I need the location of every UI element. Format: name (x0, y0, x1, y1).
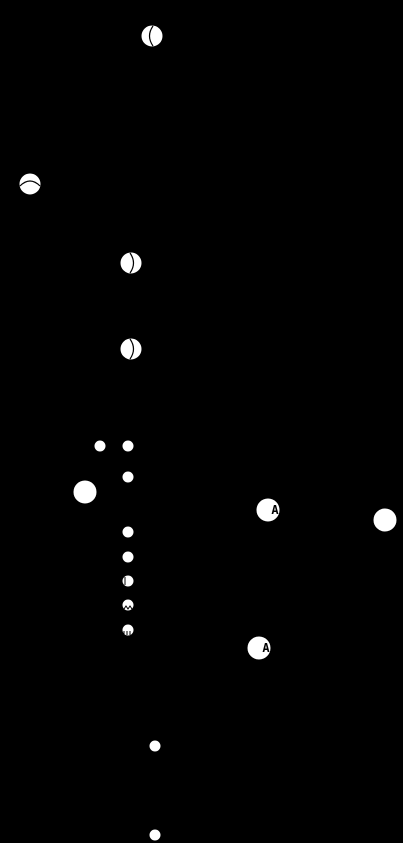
dot-icon (121, 574, 135, 588)
dot-icon (121, 470, 135, 484)
arc-marker-icon (18, 172, 42, 196)
dot-icon (121, 623, 135, 637)
labeled-marker-icon: A (246, 635, 272, 661)
dot-icon (121, 525, 135, 539)
marker-label: A (271, 503, 279, 517)
labeled-marker-icon: A (255, 497, 281, 523)
dot-icon (121, 550, 135, 564)
dot-icon (121, 439, 135, 453)
dot-icon (148, 828, 162, 842)
dot-icon (372, 507, 398, 533)
marker-label: A (262, 641, 270, 655)
crescent-marker-icon (140, 24, 164, 48)
crescent-marker-icon (119, 337, 143, 361)
markers-layer: AA (18, 24, 398, 842)
dot-icon (148, 739, 162, 753)
dot-icon (121, 598, 135, 612)
dot-icon (72, 479, 98, 505)
dot-icon (93, 439, 107, 453)
crescent-marker-icon (119, 251, 143, 275)
